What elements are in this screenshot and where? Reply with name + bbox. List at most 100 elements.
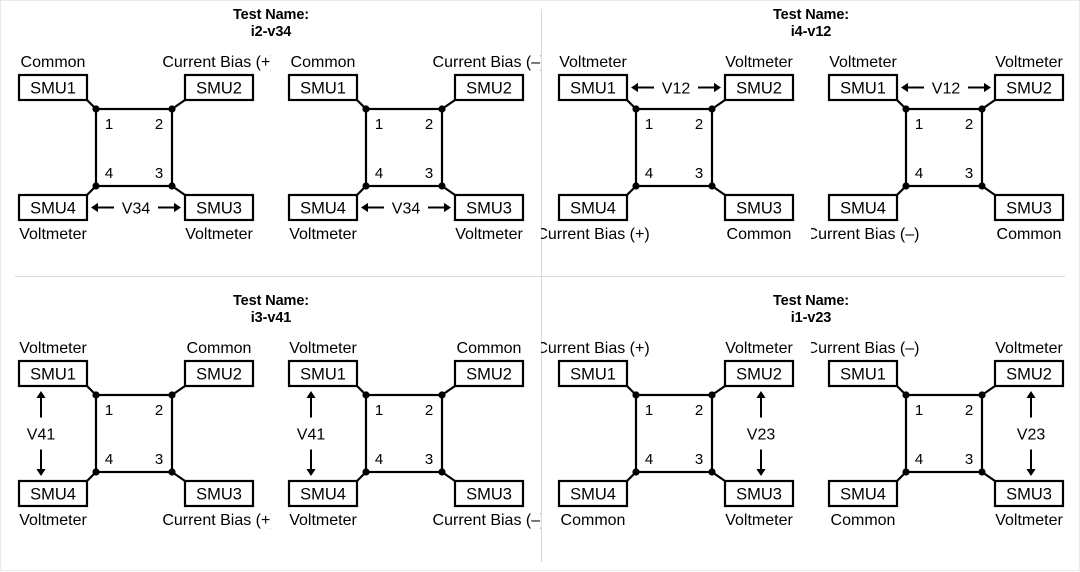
smu2-label: SMU2 — [736, 366, 782, 384]
node-dot-3 — [708, 182, 716, 190]
smu4-box — [827, 479, 899, 508]
smu1: SMU1 — [287, 73, 359, 102]
smu4-box — [557, 479, 629, 508]
measurement-arrowhead-up — [756, 391, 766, 398]
sample-square — [904, 107, 984, 188]
smu1-box — [17, 359, 89, 388]
node-label-1: 1 — [915, 402, 923, 419]
role-label-smu2: Voltmeter — [725, 54, 793, 71]
node-label-4: 4 — [645, 165, 653, 182]
role-label-smu1: Voltmeter — [289, 340, 357, 357]
smu2-label: SMU2 — [736, 80, 782, 98]
smu1-label: SMU1 — [840, 366, 886, 384]
role-label-smu3: Voltmeter — [995, 512, 1063, 529]
role-label-smu4: Current Bias (+) — [541, 226, 650, 243]
measurement-arrowhead-down — [306, 469, 316, 476]
title-test-id: i4-v12 — [790, 24, 832, 40]
smu1-box — [287, 73, 359, 102]
node-dot-1 — [92, 391, 100, 399]
node-label-2: 2 — [155, 116, 163, 133]
role-label-smu3: Current Bias (–) — [433, 512, 541, 529]
smu3-label: SMU3 — [196, 486, 242, 504]
smu4-box — [827, 193, 899, 222]
role-label-smu4: Voltmeter — [289, 512, 357, 529]
sample-square — [634, 393, 714, 474]
smu3-label: SMU3 — [736, 486, 782, 504]
node-dot-4 — [902, 182, 910, 190]
node-label-3: 3 — [965, 165, 973, 182]
role-label-smu4: Voltmeter — [19, 226, 87, 243]
node-dot-2 — [168, 391, 176, 399]
horizontal-divider — [15, 276, 1065, 277]
smu3-label: SMU3 — [1006, 486, 1052, 504]
smu3-box — [183, 479, 255, 508]
role-label-smu3: Common — [997, 226, 1062, 243]
smu3: SMU3 — [183, 479, 255, 508]
quadrant-title: Test Name: i4-v12 — [541, 7, 1080, 41]
node-label-4: 4 — [105, 165, 113, 182]
smu4: SMU4 — [287, 479, 359, 508]
smu4-label: SMU4 — [300, 486, 346, 504]
smu4-label: SMU4 — [840, 200, 886, 218]
smu1-label: SMU1 — [840, 80, 886, 98]
node-dot-3 — [438, 182, 446, 190]
smu3: SMU3 — [993, 193, 1065, 222]
node-label-2: 2 — [695, 116, 703, 133]
measurement-arrowhead-left — [91, 202, 98, 213]
role-label-smu1: Common — [291, 54, 356, 71]
measurement-label: V23 — [747, 427, 776, 444]
smu2: SMU2 — [723, 359, 795, 388]
node-dot-1 — [902, 391, 910, 399]
smu4-box — [287, 479, 359, 508]
role-label-smu2: Voltmeter — [995, 54, 1063, 71]
smu2: SMU2 — [453, 73, 525, 102]
node-dot-4 — [92, 468, 100, 476]
node-label-3: 3 — [425, 451, 433, 468]
node-label-4: 4 — [915, 165, 923, 182]
smu2: SMU2 — [723, 73, 795, 102]
smu1: SMU1 — [827, 359, 899, 388]
node-dot-4 — [92, 182, 100, 190]
smu4: SMU4 — [557, 193, 629, 222]
smu1-box — [287, 359, 359, 388]
node-dot-3 — [978, 182, 986, 190]
smu4-label: SMU4 — [30, 200, 76, 218]
smu4-box — [557, 193, 629, 222]
smu3: SMU3 — [723, 479, 795, 508]
measurement-label: V12 — [662, 81, 691, 98]
node-label-3: 3 — [155, 451, 163, 468]
measurement-label: V23 — [1017, 427, 1046, 444]
smu4: SMU4 — [17, 479, 89, 508]
measurement-label: V41 — [27, 427, 56, 444]
smu2-label: SMU2 — [466, 366, 512, 384]
measurement-arrowhead-up — [306, 391, 316, 398]
measurement-arrowhead-down — [1026, 469, 1036, 476]
node-label-1: 1 — [375, 116, 383, 133]
smu4: SMU4 — [827, 193, 899, 222]
node-label-3: 3 — [155, 165, 163, 182]
node-dot-3 — [168, 182, 176, 190]
smu4-box — [17, 479, 89, 508]
node-dot-1 — [362, 105, 370, 113]
measurement-arrowhead-up — [36, 391, 46, 398]
smu3-label: SMU3 — [466, 200, 512, 218]
measurement-arrowhead-up — [1026, 391, 1036, 398]
node-label-1: 1 — [375, 402, 383, 419]
smu1: SMU1 — [827, 73, 899, 102]
smu3: SMU3 — [993, 479, 1065, 508]
smu4: SMU4 — [827, 479, 899, 508]
title-prefix: Test Name: — [772, 293, 850, 309]
